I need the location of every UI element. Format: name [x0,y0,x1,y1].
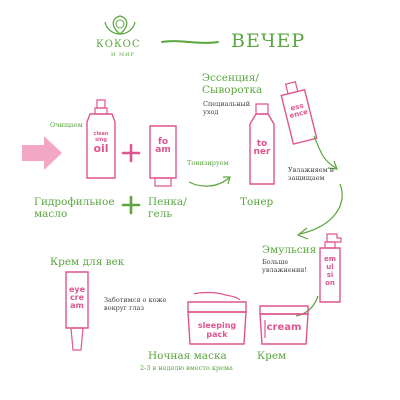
sleeping-pack-line2: pack [206,330,228,339]
foam-pack-label: fo am [150,137,176,155]
page-title: ВЕЧЕР [231,30,306,52]
brand-tagline: И МИР [111,52,135,58]
emulsion-pack-line3: si [326,271,334,279]
emulsion-pack-label: em ul si on [320,255,340,287]
oil-pack-label: clean sing oil [87,131,115,155]
curved-arrow-icon [296,183,343,240]
eye-cream-label: Крем для век [50,256,125,268]
essence-label: Эссенция/ Сыворотка [202,72,262,96]
cleanse-caption: Очищаем [50,121,83,129]
emulsion-label: Эмульсия [262,244,317,256]
emulsion-pack-line2: ul [326,263,334,271]
eye-cream-pack-label: eye cre am [66,286,88,310]
eye-cream-pack-line2: cre [69,293,85,302]
cream-label: Крем [257,350,287,362]
emulsion-pack-line1: em [323,255,337,263]
sleeping-pack-line1: sleeping [197,321,237,330]
brand-name: КОКОС [96,39,141,50]
coconut-logo-icon [104,15,136,35]
sleeping-pack-jar [187,291,247,345]
toner-pack-label: to ner [250,139,274,157]
eye-cream-pack-line3: am [70,301,84,310]
oil-pack-line1: clean [93,131,109,137]
foam-label-line1: Пенка/ [148,196,187,208]
eye-cream-caption-line1: Заботимся о коже [104,296,167,304]
eye-cream-caption-line2: вокруг глаз [104,304,145,312]
emulsion-caption-line1: Больше [262,258,289,266]
foam-pack-line1: fo [157,137,169,147]
sleeping-pack-label: sleeping pack [190,321,244,339]
plus-icon [121,195,141,215]
cream-jar [259,305,309,345]
emulsion-caption-line2: увлажнения! [262,266,308,274]
moisture-caption-line1: Увлажняем и [288,166,335,174]
cream-pack-label: cream [266,322,302,333]
hydrophilic-oil-bottle [86,99,116,179]
oil-pack-line2: sing [95,137,107,143]
hydrophilic-oil-label: Гидрофильное масло [34,196,115,220]
foam-pack-line2: am [155,145,171,155]
foam-label: Пенка/ гель [148,196,187,220]
essence-caption-line2: уход [203,108,219,116]
curved-arrow-icon [188,176,231,187]
emulsion-bottle [319,233,342,303]
moisture-caption-line2: защищаем [288,174,325,182]
eye-cream-tube [65,271,89,351]
essence-caption-line1: Специальный [203,100,251,108]
tone-caption: Тонизируем [187,159,229,167]
essence-label-line2: Сыворотка [202,84,263,96]
oil-label-line1: Гидрофильное [34,196,115,208]
toner-label: Тонер [240,196,274,208]
title-dash [161,40,219,44]
toner-bottle [249,103,275,185]
foam-label-line2: гель [148,208,173,220]
moisture-caption: Увлажняем и защищаем [288,166,334,182]
arrow-right-icon [22,136,62,170]
toner-pack-line1: to [256,139,268,149]
eye-cream-caption: Заботимся о коже вокруг глаз [104,296,166,312]
essence-caption: Специальный уход [203,100,250,116]
foam-tube [149,125,177,187]
oil-pack-line3: oil [93,142,109,155]
essence-bottle [280,80,318,145]
oil-label-line2: масло [34,208,68,220]
essence-label-line1: Эссенция/ [202,72,259,84]
emulsion-caption: Больше увлажнения! [262,258,307,274]
plus-icon [121,143,141,163]
sleeping-pack-caption: 2-3 в неделю вместо крема [140,364,233,372]
eye-cream-pack-line1: eye [68,285,86,294]
curved-arrow-icon [295,295,319,317]
toner-pack-line2: ner [253,147,271,157]
emulsion-pack-line4: on [325,279,335,287]
sleeping-pack-label-text: Ночная маска [148,350,227,362]
curved-arrow-icon [313,135,338,170]
